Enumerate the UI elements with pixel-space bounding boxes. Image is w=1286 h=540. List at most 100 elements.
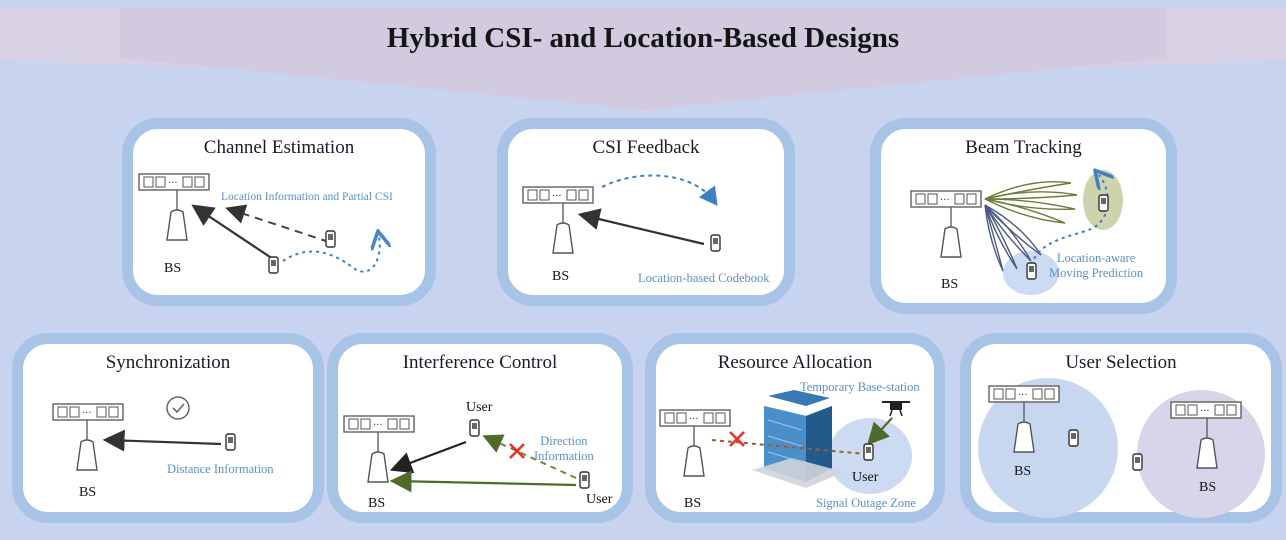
- svg-text:···: ···: [1018, 390, 1028, 401]
- drone-icon: [882, 401, 910, 417]
- card-user-selection: User Selection ··· ···: [960, 333, 1282, 523]
- card-resource-allocation: Resource Allocation ···: [645, 333, 945, 523]
- annotation-line: Information: [534, 449, 594, 463]
- svg-text:···: ···: [940, 195, 950, 206]
- user-label: User: [852, 470, 879, 485]
- location-csi-annotation: Location Information and Partial CSI: [221, 191, 393, 203]
- phone-icon: [579, 471, 590, 489]
- phone-icon: [1098, 194, 1109, 212]
- temporary-bs-annotation: Temporary Base-station: [800, 380, 920, 394]
- base-station-icon: [683, 426, 705, 477]
- svg-text:···: ···: [373, 420, 383, 431]
- blue-beam-lobes: [984, 204, 1042, 272]
- antenna-array-icon: ···: [52, 403, 124, 421]
- bs-label: BS: [1014, 464, 1032, 479]
- synchronization-illustration: ···: [52, 396, 236, 471]
- phone-icon: [863, 443, 874, 461]
- moving-prediction-annotation: Location-aware Moving Prediction: [1049, 251, 1143, 281]
- card-title: Resource Allocation: [717, 352, 873, 373]
- bs-label: BS: [684, 496, 702, 511]
- svg-text:···: ···: [1200, 406, 1210, 417]
- antenna-array-icon: ···: [343, 415, 415, 433]
- building-icon: [752, 390, 844, 488]
- info-arrow-dashed: [225, 204, 330, 243]
- annotation-line: Location-aware: [1056, 251, 1136, 265]
- csi-feedback-illustration: ···: [522, 174, 721, 254]
- phone-icon: [225, 433, 236, 451]
- codebook-annotation: Location-based Codebook: [638, 271, 770, 285]
- card-csi-feedback: CSI Feedback ··· BS Location-b: [497, 118, 795, 306]
- annotation-line: Direction: [540, 434, 588, 448]
- card-interference-control: Interference Control ···: [327, 333, 633, 523]
- bs-label: BS: [941, 277, 959, 292]
- feedback-trajectory: [601, 174, 718, 206]
- card-synchronization: Synchronization ···: [12, 333, 324, 523]
- uplink-arrow: [191, 204, 274, 260]
- blocked-cross-icon: [729, 431, 745, 447]
- movement-trajectory: [1030, 175, 1108, 266]
- base-station-icon: [367, 432, 389, 483]
- user-selection-illustration: ··· ···: [978, 378, 1265, 518]
- phone-icon: [325, 230, 336, 248]
- drone-link-arrow: [867, 417, 893, 446]
- phone-icon: [1068, 429, 1079, 447]
- antenna-array-icon: ···: [659, 409, 731, 427]
- card-title: CSI Feedback: [592, 137, 700, 158]
- bs-label: BS: [552, 269, 570, 284]
- clock-icon: [166, 396, 190, 420]
- card-beam-tracking: Beam Tracking ···: [870, 118, 1177, 314]
- uplink-arrow: [577, 208, 705, 246]
- svg-text:···: ···: [82, 408, 92, 419]
- outage-zone-annotation: Signal Outage Zone: [816, 496, 916, 510]
- downlink-arrow-user2: [389, 470, 577, 493]
- card-title: User Selection: [1065, 352, 1177, 373]
- svg-text:···: ···: [552, 191, 562, 202]
- channel-estimation-illustration: ···: [138, 173, 425, 274]
- base-station-icon: [1013, 402, 1035, 453]
- base-station-icon: [552, 203, 574, 254]
- card-title: Beam Tracking: [965, 137, 1082, 158]
- sync-arrow: [102, 429, 222, 452]
- card-title: Synchronization: [105, 352, 231, 373]
- antenna-array-icon: ···: [138, 173, 210, 191]
- blocked-link: [711, 439, 867, 455]
- phone-icon: [1026, 262, 1037, 280]
- bs-label: BS: [79, 485, 97, 500]
- bs-label: BS: [1199, 480, 1217, 495]
- base-station-icon: [1196, 418, 1218, 469]
- antenna-array-icon: ···: [910, 190, 982, 208]
- annotation-line: Moving Prediction: [1049, 266, 1144, 280]
- direction-arrow-dashed: [482, 434, 577, 479]
- beam-tracking-illustration: ···: [910, 129, 1123, 295]
- movement-trajectory: [282, 237, 380, 273]
- antenna-array-icon: ···: [1170, 401, 1242, 419]
- antenna-array-icon: ···: [522, 186, 594, 204]
- card-title: Interference Control: [402, 352, 558, 373]
- user-label: User: [586, 492, 613, 507]
- distance-annotation: Distance Information: [167, 462, 274, 476]
- phone-icon: [268, 256, 279, 274]
- downlink-arrow-user1: [389, 440, 467, 474]
- bs-label: BS: [368, 496, 386, 511]
- base-station-icon: [166, 190, 188, 241]
- svg-text:···: ···: [168, 178, 178, 189]
- base-station-icon: [76, 420, 98, 471]
- direction-info-annotation: Direction Information: [534, 434, 594, 464]
- antenna-array-icon: ···: [988, 385, 1060, 403]
- bs-label: BS: [164, 261, 182, 276]
- page-title: Hybrid CSI- and Location-Based Designs: [386, 22, 900, 54]
- card-channel-estimation: Channel Estimation ···: [122, 118, 436, 306]
- phone-icon: [469, 419, 480, 437]
- svg-text:···: ···: [689, 414, 699, 425]
- interference-control-illustration: ···: [343, 415, 590, 493]
- phone-icon: [710, 234, 721, 252]
- interference-cross-icon: [509, 443, 525, 459]
- card-title: Channel Estimation: [203, 137, 355, 158]
- coverage-circle-left: [978, 378, 1118, 518]
- user-label: User: [466, 400, 493, 415]
- green-beam-lobes: [984, 181, 1078, 224]
- base-station-icon: [940, 207, 962, 258]
- phone-icon: [1132, 453, 1143, 471]
- resource-allocation-illustration: ···: [659, 390, 912, 494]
